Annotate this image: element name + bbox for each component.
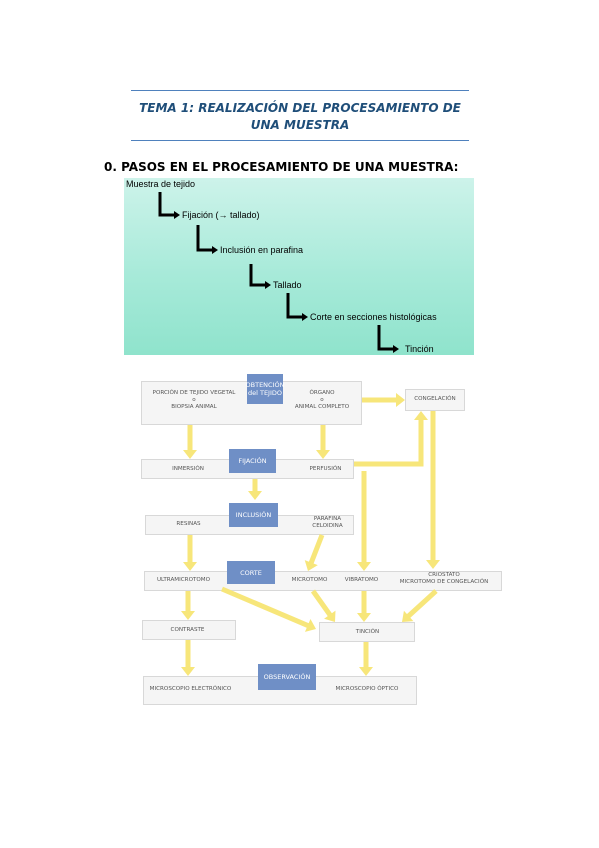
step-label-2: Fijación (→ tallado) — [182, 210, 260, 220]
label-porcion-line-2: o — [192, 397, 196, 403]
label-parafina-line-2: CELOIDINA — [312, 523, 343, 529]
arrow-perfusion-to-vibratomo-head — [357, 562, 371, 571]
steps-arrows — [158, 192, 399, 353]
label-contraste: CONTRASTE — [170, 627, 205, 633]
title-line-1: TEMA 1: REALIZACIÓN DEL PROCESAMIENTO DE — [139, 101, 461, 115]
label-organo-line-2: o — [320, 397, 324, 403]
step-arrow-3 — [249, 264, 265, 287]
arrow-criostato-to-tincion — [405, 589, 438, 619]
box-tincion — [319, 622, 415, 642]
arrow-microtomo-to-tincion — [310, 589, 333, 618]
title-rule-top — [131, 90, 469, 91]
box-contraste — [142, 620, 236, 640]
steps-figure: Muestra de tejido Fijación (→ tallado) I… — [124, 178, 474, 355]
label-perfusion: PERFUSIÓN — [309, 466, 342, 472]
step-label-6: Tinción — [405, 344, 434, 354]
label-tincion: TINCIÓN — [355, 629, 380, 635]
label-microscopio-optico: MICROSCOPIO ÓPTICO — [335, 686, 399, 692]
label-microscopio-electronico: MICROSCOPIO ELECTRÓNICO — [149, 686, 232, 692]
label-microtomo: MICROTOMO — [291, 577, 328, 583]
arrow-fijacion-to-inclusion-head — [248, 491, 262, 500]
label-criostato: CRIOSTATO MICROTOMO DE CONGELACIÓN — [389, 572, 499, 586]
step-arrow-1 — [158, 192, 174, 217]
label-vibratomo: VIBRATOMO — [344, 577, 379, 583]
arrow-parafina-to-microtomo-head — [304, 560, 318, 571]
step-arrowhead-3 — [265, 281, 271, 289]
arrow-organo-to-perfusion-head — [316, 450, 330, 459]
arrow-vibratomo-to-tincion-head — [357, 613, 371, 622]
box-congelacion — [405, 389, 465, 411]
step-label-5: Corte en secciones histológicas — [310, 312, 437, 322]
tag-inclusion: INCLUSIÓN — [229, 503, 278, 527]
tag-obtencion: OBTENCIÓN del TEJIDO — [246, 374, 284, 404]
arrow-congelacion-to-criostato-head — [426, 560, 440, 569]
arrow-tincion-to-optico-head — [359, 667, 373, 676]
step-arrowhead-4 — [302, 313, 308, 321]
section-heading: 0. PASOS EN EL PROCESAMIENTO DE UNA MUES… — [104, 160, 459, 174]
label-inmersion: INMERSIÓN — [172, 466, 204, 472]
step-arrow-5 — [377, 325, 393, 351]
tag-fijacion: FIJACIÓN — [229, 449, 276, 473]
label-resinas: RESINAS — [176, 521, 201, 527]
label-parafina: PARAFINA CELOIDINA — [305, 516, 350, 530]
step-label-1: Muestra de tejido — [126, 179, 196, 189]
label-organo-line-1: ÓRGANO — [309, 390, 335, 396]
step-label-3: Inclusión en parafina — [220, 245, 304, 255]
document-title: TEMA 1: REALIZACIÓN DEL PROCESAMIENTO DE… — [131, 100, 469, 134]
label-criostato-line-1: CRIOSTATO — [428, 572, 460, 578]
arrow-perfusion-to-congelacion-head — [414, 411, 428, 420]
arrow-parafina-to-microtomo — [308, 534, 325, 566]
arrow-ultramicrotomo-to-tincion-head — [304, 619, 316, 632]
arrow-obtencion-to-congelacion-head — [396, 393, 405, 407]
step-arrowhead-5 — [393, 345, 399, 353]
tag-corte: CORTE — [227, 561, 275, 584]
label-parafina-line-1: PARAFINA — [313, 516, 342, 522]
label-porcion-line-3: BIOPSIA ANIMAL — [171, 404, 217, 410]
arrow-perfusion-to-congelacion — [354, 418, 424, 467]
arrow-resinas-to-ultramicrotomo-head — [183, 562, 197, 571]
arrow-contraste-to-electronico-head — [181, 667, 195, 676]
label-porcion-line-1: PORCIÓN DE TEJIDO VEGETAL — [152, 390, 236, 396]
label-organo-line-3: ANIMAL COMPLETO — [294, 404, 350, 410]
arrow-criostato-to-tincion-head — [402, 610, 414, 622]
label-porcion: PORCIÓN DE TEJIDO VEGETAL o BIOPSIA ANIM… — [140, 390, 248, 411]
step-arrow-4 — [286, 293, 302, 319]
label-criostato-line-2: MICROTOMO DE CONGELACIÓN — [399, 579, 489, 585]
arrow-ultramicrotomo-to-contraste-head — [181, 611, 195, 620]
arrow-porcion-to-inmersion-head — [183, 450, 197, 459]
label-congelacion: CONGELACIÓN — [414, 396, 456, 402]
step-label-4: Tallado — [273, 280, 302, 290]
title-rule-bottom — [131, 140, 469, 141]
step-arrow-2 — [196, 225, 212, 252]
step-arrowhead-1 — [174, 211, 180, 219]
label-organo: ÓRGANO o ANIMAL COMPLETO — [282, 390, 362, 411]
arrow-microtomo-to-tincion-head — [324, 610, 336, 622]
title-line-2: UNA MUESTRA — [250, 118, 350, 132]
tag-observacion: OBSERVACIÓN — [258, 664, 316, 690]
step-arrowhead-2 — [212, 246, 218, 254]
label-ultramicrotomo: ULTRAMICROTOMO — [156, 577, 211, 583]
